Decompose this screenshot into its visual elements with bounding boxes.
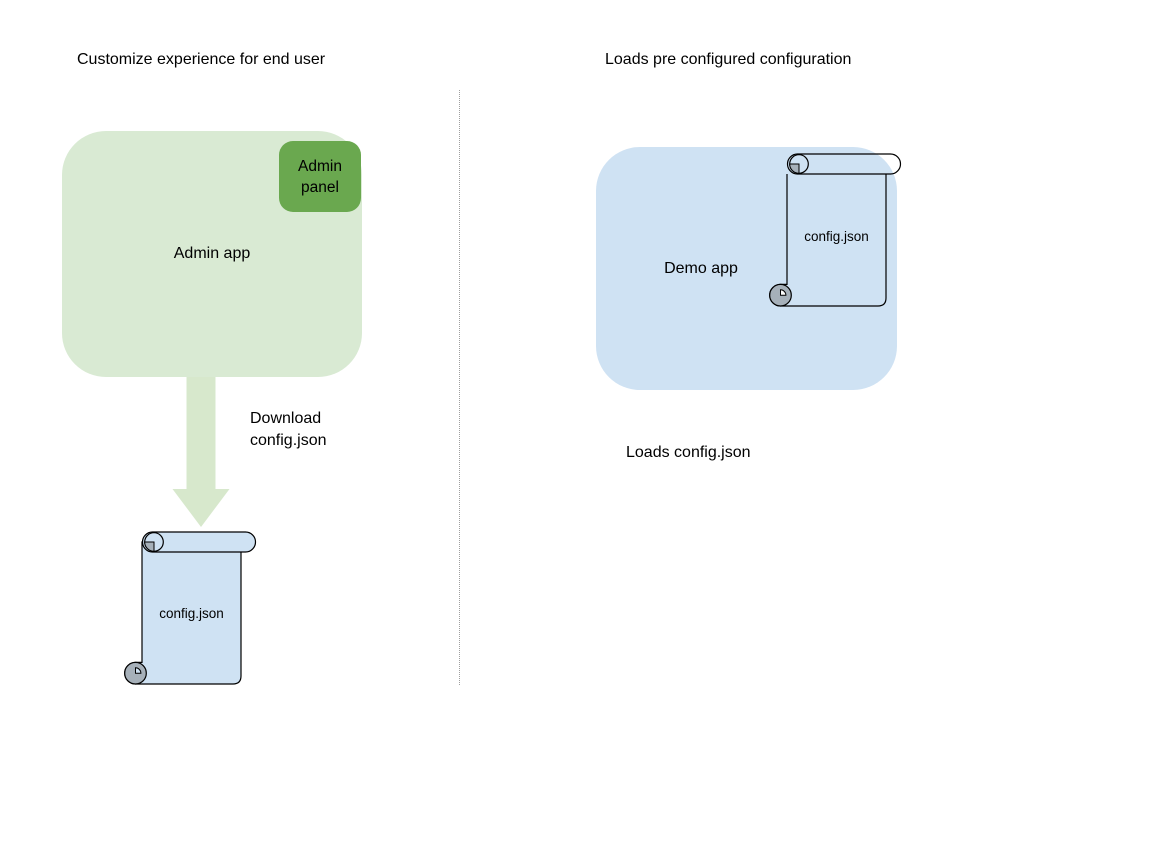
- config-json-label-left: config.json: [159, 606, 224, 621]
- demo-app-box: [596, 147, 897, 390]
- download-caption-line2: config.json: [250, 432, 327, 449]
- config-json-label-right: config.json: [804, 229, 869, 244]
- admin-panel-label: Admin panel: [298, 157, 342, 196]
- admin-app-box: Admin app Admin panel: [62, 131, 362, 377]
- download-caption: Download config.json: [250, 408, 327, 452]
- scroll-top-roll: [786, 153, 902, 175]
- section-divider-line: [459, 90, 460, 685]
- config-json-scroll-right: config.json: [769, 153, 902, 307]
- admin-panel-box: Admin panel: [279, 141, 361, 212]
- scroll-top-roll: [141, 531, 257, 553]
- admin-app-label: Admin app: [173, 245, 251, 262]
- config-json-scroll-left: config.json: [124, 531, 257, 685]
- download-caption-line1: Download: [250, 410, 322, 427]
- scroll-top-curl-shade: [789, 163, 800, 174]
- download-arrow-icon: [172, 377, 230, 527]
- right-section-title: Loads pre configured configuration: [605, 51, 852, 68]
- demo-app-label: Demo app: [664, 260, 738, 277]
- scroll-top-curl-shade: [144, 541, 155, 552]
- scroll-bottom-curl-notch: [135, 667, 142, 674]
- scroll-bottom-curl-notch: [780, 289, 787, 296]
- left-section-title: Customize experience for end user: [77, 51, 326, 68]
- loads-config-caption: Loads config.json: [626, 444, 751, 461]
